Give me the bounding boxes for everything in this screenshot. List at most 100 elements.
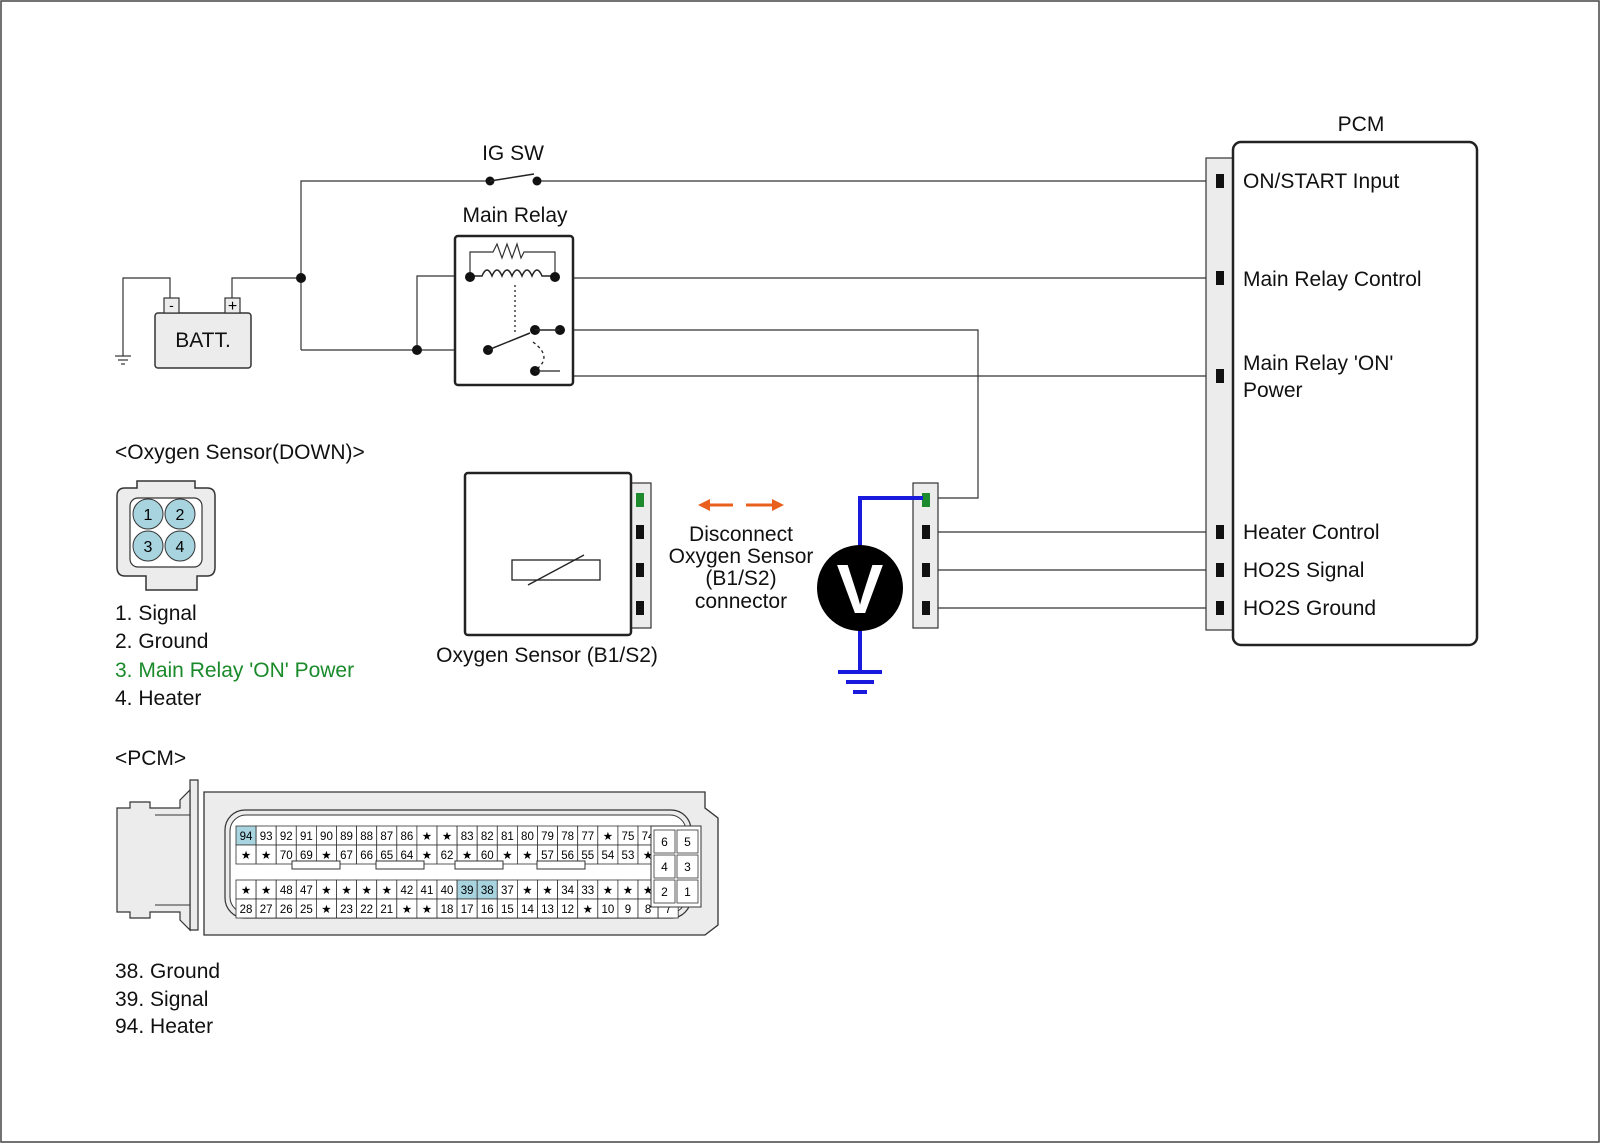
- pcm-pin-cell: 38: [476, 879, 498, 900]
- pcm-pin-number: 56: [561, 850, 574, 862]
- pcm-side-pin-cell: [653, 879, 676, 904]
- disconnect-note: Disconnect Oxygen Sensor (B1/S2) connect…: [669, 523, 814, 613]
- voltmeter-label: V: [837, 550, 884, 628]
- pcm-pin-number: 22: [360, 904, 373, 916]
- o2-legend-item: 1. Signal: [115, 602, 197, 625]
- pcm-pin: [1216, 369, 1224, 383]
- pcm-pin-number: 17: [461, 904, 474, 916]
- pcm-pin-cell: 78: [557, 825, 579, 846]
- pcm-pin-cell: 87: [376, 825, 398, 846]
- pcm-pin-cell: ★: [255, 879, 277, 900]
- pcm-pin-number: 94: [240, 831, 253, 843]
- pcm-pin-label: Main Relay Control: [1243, 268, 1422, 291]
- pcm-pin-number: 89: [340, 831, 353, 843]
- pcm-pin-number: ★: [462, 850, 472, 862]
- pcm-pin-number: 37: [501, 885, 514, 897]
- harness-pin: [922, 601, 930, 615]
- pcm-pin-number: 16: [481, 904, 494, 916]
- pcm-side-pin-number: 6: [661, 835, 668, 849]
- pcm-pin-number: ★: [341, 885, 351, 897]
- svg-text:(B1/S2): (B1/S2): [705, 567, 776, 590]
- pcm-side-pin-number: 1: [684, 885, 691, 899]
- pcm-pin-number: 23: [340, 904, 353, 916]
- pcm-pin-cell: 81: [496, 825, 518, 846]
- pcm-pin-number: 66: [360, 850, 373, 862]
- pcm-pin-cell: 53: [617, 844, 639, 865]
- pcm-pin-number: 13: [541, 904, 554, 916]
- junction-dot: [296, 273, 306, 283]
- pcm-pin-cell: ★: [356, 879, 378, 900]
- pcm-pin-number: ★: [321, 904, 331, 916]
- sensor-pin: [636, 601, 644, 615]
- pcm-pin-number: 47: [300, 885, 313, 897]
- pcm-pin-number: 91: [300, 831, 313, 843]
- o2-connector-title: <Oxygen Sensor(DOWN)>: [115, 441, 365, 464]
- pcm-pin-cell: 56: [557, 844, 579, 865]
- o2-pin-number: 1: [144, 507, 153, 524]
- pcm-pin-number: 57: [541, 850, 554, 862]
- pcm-pin-cell: 86: [396, 825, 418, 846]
- battery-positive-sign: +: [228, 298, 237, 315]
- pcm-pin-cell: 14: [517, 898, 538, 919]
- pcm-pin-cell: 21: [376, 898, 398, 919]
- pcm-pin-cell: ★: [436, 825, 458, 846]
- pcm-pin-number: ★: [603, 831, 613, 843]
- pcm-pin-label: ON/START Input: [1243, 170, 1400, 193]
- pcm-pin-cell: 12: [557, 898, 579, 919]
- o2-legend-item: 4. Heater: [115, 687, 201, 710]
- pcm-pin-cell: ★: [235, 879, 257, 900]
- pcm-pin-number: 93: [260, 831, 273, 843]
- pcm-pin-cell: ★: [577, 898, 599, 919]
- pcm-side-pin-cell: [676, 829, 699, 854]
- pcm-pin-number: 8: [645, 904, 651, 916]
- pcm-side-pin-number: 2: [661, 885, 668, 899]
- pcm-pin-cell: 91: [295, 825, 317, 846]
- disconnect-arrows-icon: [698, 499, 784, 511]
- pcm-pin-cell: 70: [275, 844, 297, 865]
- pcm-pin-number: 60: [481, 850, 494, 862]
- pcm-pin-cell: 40: [436, 879, 458, 900]
- pcm-pin-cell: 9: [617, 898, 639, 919]
- pcm-pin-cell: 17: [456, 898, 478, 919]
- pcm-pin-number: 92: [280, 831, 293, 843]
- voltmeter: V: [817, 496, 923, 694]
- pcm-pin-cell: 25: [295, 898, 317, 919]
- pcm-title: PCM: [1338, 113, 1385, 136]
- pcm-pin-number: 26: [280, 904, 293, 916]
- oxygen-sensor: Oxygen Sensor (B1/S2): [436, 471, 658, 667]
- pcm-pin-cell: 92: [275, 825, 297, 846]
- battery-positive-terminal: [224, 297, 241, 314]
- pcm-pin-number: ★: [422, 850, 432, 862]
- pcm-side-pin-number: 5: [684, 835, 691, 849]
- pcm-legend-item: 94. Heater: [115, 1015, 213, 1038]
- harness-connector: [912, 482, 939, 629]
- pcm-pin-number: 62: [441, 850, 454, 862]
- pcm-pin-cell: ★: [617, 879, 639, 900]
- pcm-pin-cell: 67: [336, 844, 358, 865]
- pcm-pin-cell: 65: [376, 844, 398, 865]
- pcm-pin-cell: ★: [235, 844, 257, 865]
- pcm-pin-number: ★: [321, 850, 331, 862]
- pcm-pin-cell: 42: [396, 879, 418, 900]
- pcm-pin-number: 28: [240, 904, 253, 916]
- battery-negative-terminal: [163, 297, 180, 314]
- pcm-pin-number: 80: [521, 831, 534, 843]
- pcm-pin-cell: 10: [597, 898, 619, 919]
- pcm-pin-cell: ★: [255, 844, 277, 865]
- battery-ground-icon: [115, 355, 131, 365]
- pcm-pin-cell: 77: [577, 825, 599, 846]
- pcm-pin-cell: 37: [496, 879, 518, 900]
- pcm-box: PCM ON/START Input Main Relay Control Ma…: [1205, 113, 1479, 647]
- pcm-pin-cell: 22: [356, 898, 378, 919]
- o2-pin-number: 3: [144, 539, 153, 556]
- pcm-pin-number: 90: [320, 831, 333, 843]
- pcm-side-pin-number: 3: [684, 860, 691, 874]
- battery: - + BATT.: [154, 297, 252, 369]
- pcm-pin-label: Power: [1243, 379, 1303, 402]
- voltmeter-icon: [817, 545, 903, 631]
- pcm-side-pin-cell: [676, 879, 699, 904]
- pcm-pin-cell: ★: [315, 898, 337, 919]
- harness-pin: [922, 525, 930, 539]
- pcm-pin-cell: 93: [255, 825, 277, 846]
